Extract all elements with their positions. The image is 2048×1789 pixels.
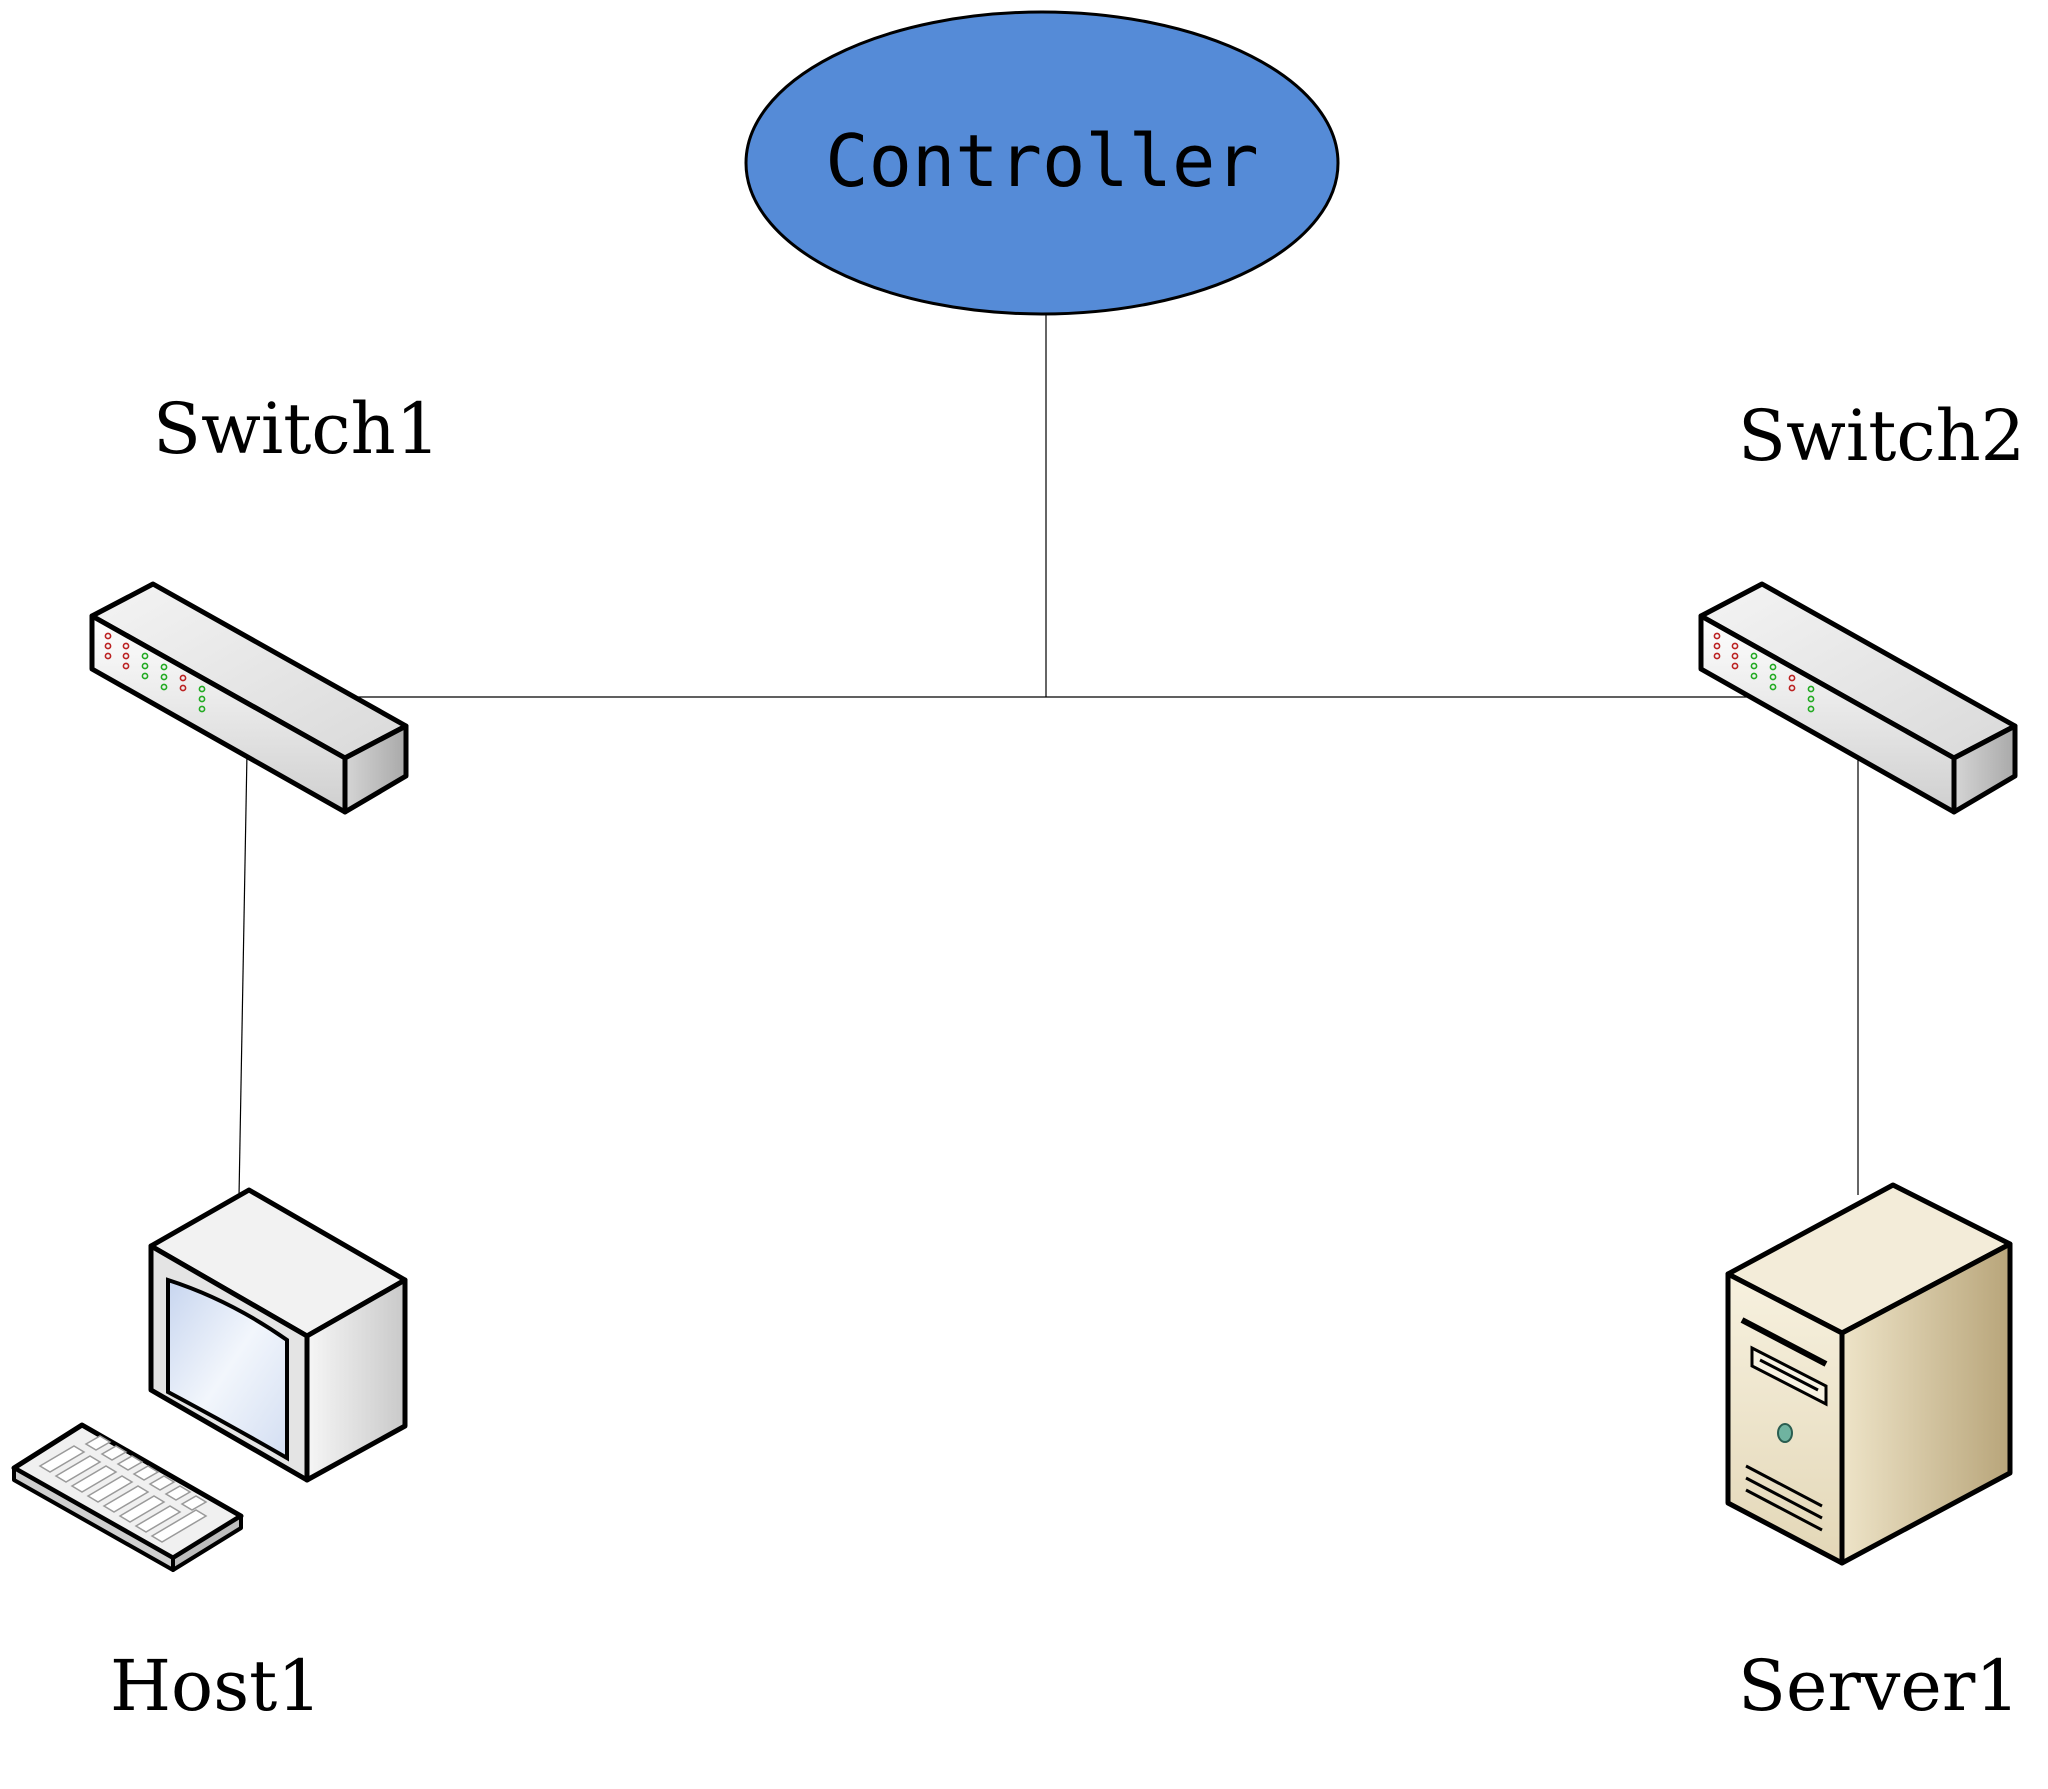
monitor-icon — [148, 1187, 408, 1483]
server-tower-icon — [1725, 1182, 2013, 1566]
keyboard-icon — [11, 1422, 244, 1572]
host1-label: Host1 — [110, 1645, 322, 1727]
switch2-label: Switch2 — [1738, 395, 2025, 477]
controller-label: Controller — [825, 119, 1258, 203]
switch1-label: Switch1 — [153, 388, 440, 470]
controller-node[interactable]: Controller — [744, 10, 1340, 316]
host1-node[interactable]: Host1 — [11, 1187, 408, 1727]
switch2-led-icons — [1713, 632, 1815, 713]
switch2-node[interactable]: Switch2 — [1698, 395, 2025, 815]
link-switch1-host1 — [237, 696, 249, 1253]
server1-label: Server1 — [1738, 1645, 2020, 1727]
switch1-icon — [89, 581, 409, 815]
server1-node[interactable]: Server1 — [1725, 1182, 2020, 1727]
switch1-node[interactable]: Switch1 — [89, 388, 440, 815]
controller-ellipse — [744, 10, 1340, 316]
switch2-icon — [1698, 581, 2018, 815]
links — [237, 314, 1859, 1253]
switch1-led-icons — [104, 632, 206, 713]
